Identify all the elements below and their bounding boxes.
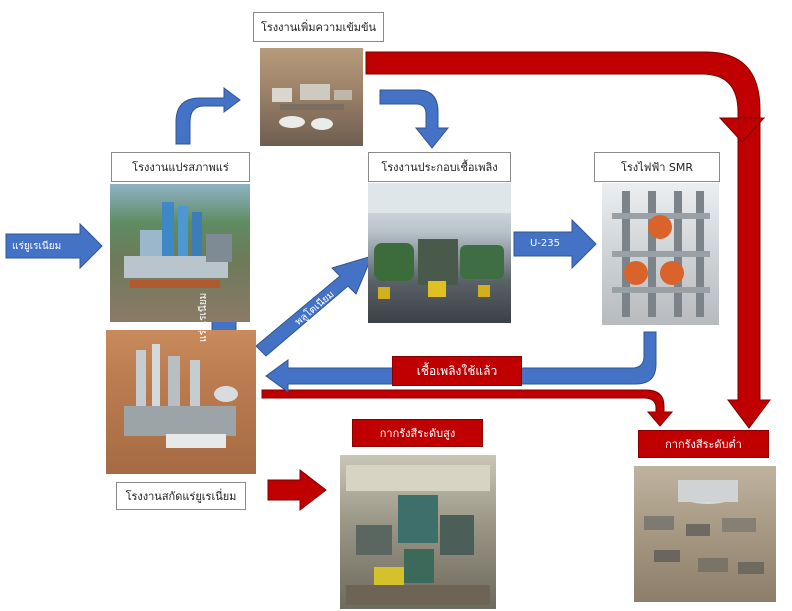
- red-arrow-mining-to-llw: [261, 389, 674, 427]
- blue-arrow-conversion-to-enrichment: [175, 87, 241, 145]
- enrichment-plant-photo: [260, 48, 363, 146]
- red-arrow-enrichment-head: [718, 117, 766, 143]
- high-level-waste-photo: [340, 455, 496, 609]
- low-level-waste-photo: [634, 466, 776, 602]
- spent-fuel-label: เชื้อเพลิงใช้แล้ว: [392, 356, 522, 386]
- blue-arrow-ore-in: [5, 222, 103, 270]
- smr-label: โรงไฟฟ้า SMR: [594, 152, 720, 182]
- high-level-waste-label: กากรังสีระดับสูง: [352, 419, 483, 447]
- fuel-factory-photo: [368, 183, 511, 323]
- blue-arrow-plutonium: [255, 255, 373, 357]
- red-arrow-mining-to-hlw: [267, 468, 327, 512]
- blue-arrow-spent-fuel: [265, 331, 657, 393]
- uranium-ore-up-text: แร่ยูเรเนียม: [198, 292, 209, 342]
- smr-reactor-photo: [602, 183, 719, 325]
- red-arrow-enrichment-to-llw: [365, 51, 771, 429]
- mining-plant-label: โรงงานสกัดแร่ยูเรเนี่ยม: [116, 482, 246, 510]
- conversion-plant-photo: [110, 184, 250, 322]
- low-level-waste-label: กากรังสีระดับต่ำ: [638, 430, 769, 458]
- conversion-plant-label: โรงงานแปรสภาพแร่: [111, 152, 250, 182]
- uranium-ore-in-text: แร่ยูเรเนียม: [12, 241, 62, 252]
- mining-plant-photo: [106, 330, 256, 474]
- fuel-fabrication-label: โรงงานประกอบเชื้อเพลิง: [368, 152, 511, 182]
- u235-text: U-235: [530, 238, 561, 249]
- blue-arrow-enrichment-to-fuel: [379, 89, 450, 149]
- enrichment-plant-label: โรงงานเพิ่มความเข้มข้น: [253, 12, 384, 42]
- blue-arrow-u235: [513, 218, 597, 270]
